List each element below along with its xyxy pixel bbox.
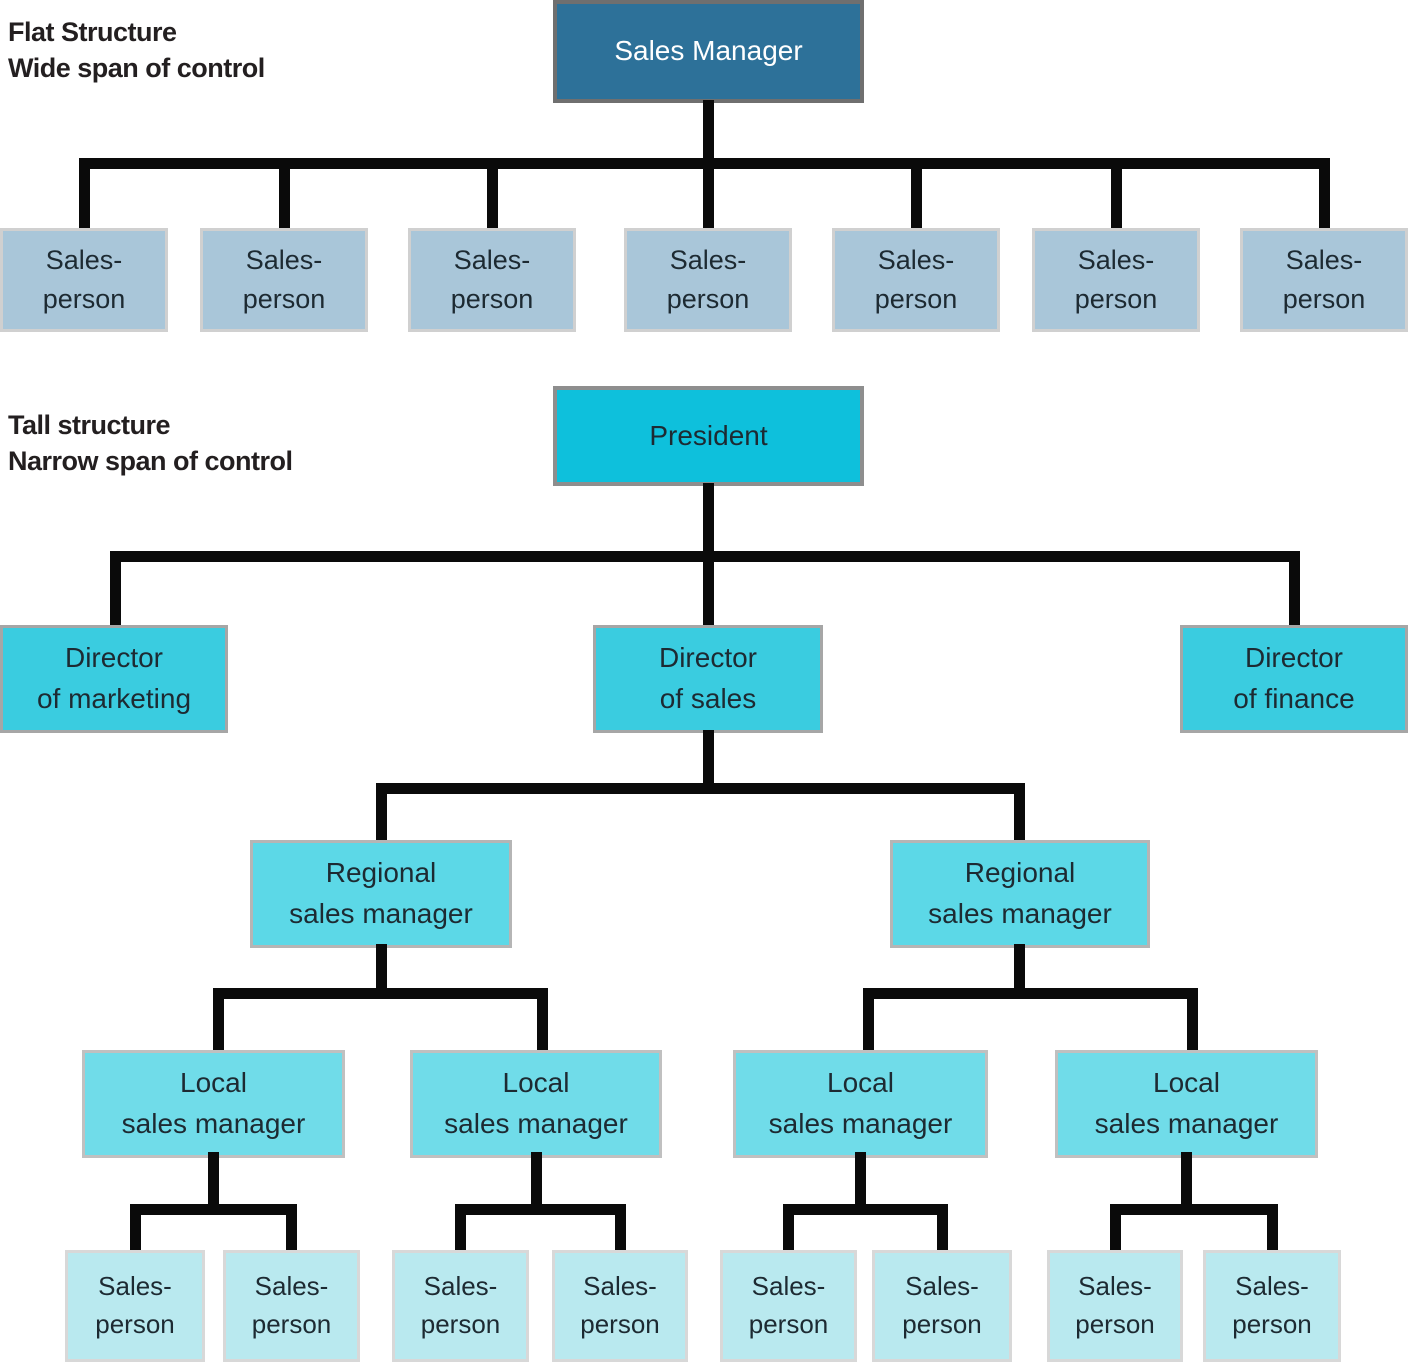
connector-line — [1187, 988, 1198, 1058]
director-of-marketing-box: Director of marketing — [0, 625, 228, 733]
local-sales-manager-box: Local sales manager — [82, 1050, 345, 1158]
salesperson-box: Sales- person — [832, 228, 1000, 332]
salesperson-box: Sales- person — [1240, 228, 1408, 332]
local-sales-manager-box: Local sales manager — [1055, 1050, 1318, 1158]
local-sales-manager-box: Local sales manager — [410, 1050, 662, 1158]
salesperson-box: Sales- person — [1047, 1250, 1183, 1362]
salesperson-box: Sales- person — [65, 1250, 205, 1362]
connector-line — [1319, 158, 1330, 236]
connector-line — [863, 988, 874, 1058]
connector-line — [703, 100, 714, 166]
connector-line — [213, 988, 548, 999]
connector-line — [1289, 551, 1300, 635]
salesperson-box: Sales- person — [223, 1250, 360, 1362]
connector-line — [783, 1204, 948, 1215]
connector-line — [855, 1152, 866, 1215]
salesperson-box: Sales- person — [720, 1250, 857, 1362]
connector-line — [79, 158, 90, 236]
connector-line — [208, 1152, 219, 1215]
connector-line — [863, 988, 1198, 999]
connector-line — [1110, 1204, 1278, 1215]
connector-line — [487, 158, 498, 236]
salesperson-box: Sales- person — [552, 1250, 688, 1362]
director-of-sales-box: Director of sales — [593, 625, 823, 733]
connector-line — [110, 551, 121, 635]
connector-line — [703, 730, 714, 792]
connector-line — [455, 1204, 466, 1262]
connector-line — [1181, 1152, 1192, 1215]
connector-line — [286, 1204, 297, 1262]
connector-line — [213, 988, 224, 1058]
regional-sales-manager-box: Regional sales manager — [890, 840, 1150, 948]
connector-line — [376, 783, 387, 849]
connector-line — [1014, 783, 1025, 849]
salesperson-box: Sales- person — [0, 228, 168, 332]
connector-line — [279, 158, 290, 236]
regional-sales-manager-box: Regional sales manager — [250, 840, 512, 948]
connector-line — [937, 1204, 948, 1262]
salesperson-box: Sales- person — [392, 1250, 529, 1362]
connector-line — [911, 158, 922, 236]
connector-line — [783, 1204, 794, 1262]
connector-line — [130, 1204, 141, 1262]
connector-line — [537, 988, 548, 1058]
salesperson-box: Sales- person — [408, 228, 576, 332]
tall-structure-caption: Tall structure Narrow span of control — [8, 410, 293, 477]
salesperson-box: Sales- person — [1203, 1250, 1341, 1362]
connector-line — [703, 158, 714, 236]
local-sales-manager-box: Local sales manager — [733, 1050, 988, 1158]
connector-line — [615, 1204, 626, 1262]
connector-line — [455, 1204, 626, 1215]
salesperson-box: Sales- person — [624, 228, 792, 332]
connector-line — [1267, 1204, 1278, 1262]
connector-line — [1014, 944, 1025, 999]
flat-structure-caption: Flat Structure Wide span of control — [8, 17, 265, 84]
salesperson-box: Sales- person — [872, 1250, 1012, 1362]
salesperson-box: Sales- person — [1032, 228, 1200, 332]
connector-line — [531, 1152, 542, 1215]
connector-line — [1110, 1204, 1121, 1262]
director-of-finance-box: Director of finance — [1180, 625, 1408, 733]
connector-line — [376, 944, 387, 999]
connector-line — [703, 551, 714, 635]
connector-line — [130, 1204, 297, 1215]
connector-line — [1111, 158, 1122, 236]
sales-manager-box: Sales Manager — [553, 0, 864, 103]
connector-line — [703, 483, 714, 562]
salesperson-box: Sales- person — [200, 228, 368, 332]
president-box: President — [553, 386, 864, 486]
connector-line — [376, 783, 1025, 794]
